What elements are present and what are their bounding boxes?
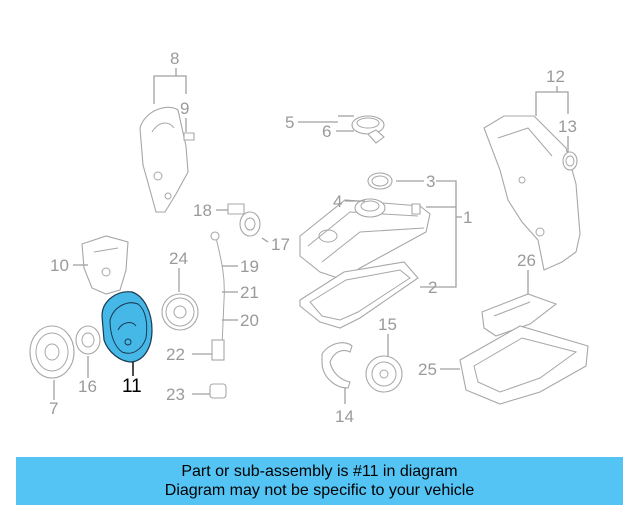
part-2-valve-cover-gasket[interactable]: [299, 261, 419, 329]
label-13[interactable]: 13: [558, 117, 577, 136]
part-25-oil-pan[interactable]: [459, 325, 589, 405]
part-15-sprocket[interactable]: [365, 355, 403, 393]
part-12-rear-timing-cover[interactable]: [483, 115, 581, 271]
part-14-timing-belt[interactable]: [321, 342, 353, 389]
label-5[interactable]: 5: [285, 113, 294, 132]
label-7[interactable]: 7: [49, 399, 58, 418]
leader-lines: [53, 68, 569, 404]
label-21[interactable]: 21: [240, 283, 259, 302]
part-23-sensor[interactable]: [209, 383, 227, 399]
label-20[interactable]: 20: [240, 311, 259, 330]
part-16-crankshaft-sprocket[interactable]: [75, 325, 101, 355]
part-5-oil-filler-cap[interactable]: [351, 115, 385, 144]
part-10-middle-timing-cover[interactable]: [81, 235, 129, 295]
label-3[interactable]: 3: [426, 172, 435, 191]
label-1[interactable]: 1: [463, 208, 472, 227]
part-17-tensioner-pulley[interactable]: [239, 211, 261, 237]
label-12[interactable]: 12: [546, 67, 565, 86]
part-8-upper-timing-cover[interactable]: [139, 106, 189, 213]
banner-line-2: Diagram may not be specific to your vehi…: [164, 482, 475, 499]
label-26[interactable]: 26: [517, 251, 536, 270]
parts-diagram: 8 9 12 13 5 6 3 4 1 2 18 17 10 24 19 21 …: [29, 49, 589, 426]
label-6[interactable]: 6: [322, 122, 331, 141]
part-3-gasket-ring[interactable]: [367, 172, 393, 190]
part-labels: 8 9 12 13 5 6 3 4 1 2 18 17 10 24 19 21 …: [49, 49, 577, 426]
label-9[interactable]: 9: [180, 99, 189, 118]
part-7-crankshaft-pulley[interactable]: [29, 325, 75, 379]
part-24-camshaft-sprocket[interactable]: [161, 293, 199, 331]
info-banner: Part or sub-assembly is #11 in diagram D…: [16, 457, 623, 505]
part-18-sensor[interactable]: [227, 203, 245, 215]
part-22-bushing[interactable]: [211, 339, 225, 361]
label-4[interactable]: 4: [333, 192, 342, 211]
part-9-bolt[interactable]: [183, 132, 195, 141]
label-8[interactable]: 8: [170, 49, 179, 68]
part-11-lower-timing-belt-cover[interactable]: [101, 291, 153, 363]
part-19-oil-dipstick[interactable]: [210, 231, 225, 347]
label-2[interactable]: 2: [428, 278, 437, 297]
label-14[interactable]: 14: [335, 407, 354, 426]
part-13-seal[interactable]: [562, 151, 578, 171]
label-10[interactable]: 10: [50, 256, 69, 275]
label-18[interactable]: 18: [193, 201, 212, 220]
label-25[interactable]: 25: [418, 360, 437, 379]
label-16[interactable]: 16: [78, 377, 97, 396]
label-22[interactable]: 22: [166, 345, 185, 364]
label-23[interactable]: 23: [166, 385, 185, 404]
label-17[interactable]: 17: [271, 235, 290, 254]
part-1-valve-cover[interactable]: [299, 198, 431, 281]
label-24[interactable]: 24: [169, 249, 188, 268]
label-15[interactable]: 15: [378, 315, 397, 334]
label-11[interactable]: 11: [122, 376, 142, 397]
label-19[interactable]: 19: [240, 257, 259, 276]
banner-line-1: Part or sub-assembly is #11 in diagram: [181, 463, 458, 480]
